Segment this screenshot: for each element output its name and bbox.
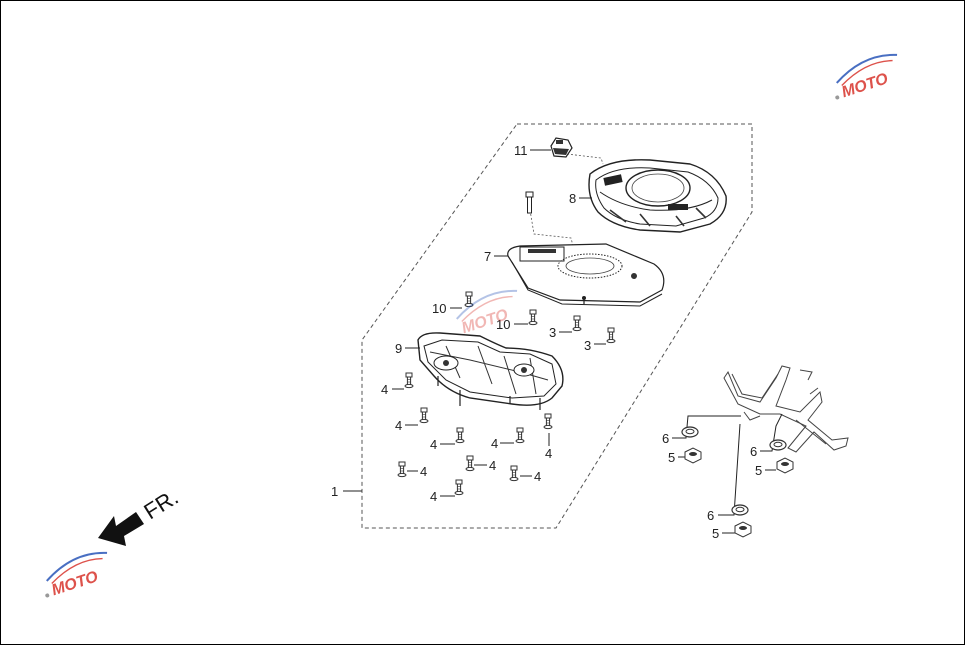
meter-panel-part: [507, 243, 665, 307]
callout-11: 11: [514, 143, 528, 158]
meter-cover-part: [588, 159, 727, 233]
callout-3: 3: [584, 338, 591, 353]
callout-1: 1: [331, 484, 338, 499]
long-screw-part: [525, 191, 534, 214]
watermark-text: MOTO: [460, 306, 511, 337]
callout-4: 4: [430, 489, 437, 504]
callout-9: 9: [395, 341, 402, 356]
callout-4: 4: [381, 382, 388, 397]
nuts: [684, 447, 794, 538]
callout-8: 8: [569, 191, 576, 206]
callout-6: 6: [750, 444, 757, 459]
assembly-outline: [361, 123, 753, 529]
callout-4: 4: [534, 469, 541, 484]
callout-4: 4: [395, 418, 402, 433]
callout-4: 4: [489, 458, 496, 473]
moto-logo-icon: MOTO: [45, 551, 108, 599]
callout-5: 5: [712, 526, 719, 541]
callout-10: 10: [496, 317, 510, 332]
callout-5: 5: [668, 450, 675, 465]
leader-lines: [343, 149, 783, 534]
washers: [681, 426, 787, 516]
connector-part: [550, 137, 573, 158]
meter-case-part: [417, 332, 564, 410]
callout-5: 5: [755, 463, 762, 478]
direction-label: FR.: [139, 484, 182, 524]
reference-lines: [529, 153, 604, 251]
watermark-text: MOTO: [50, 568, 101, 599]
callout-7: 7: [484, 249, 491, 264]
callout-3: 3: [549, 325, 556, 340]
watermark-text: MOTO: [840, 70, 891, 101]
callout-4: 4: [545, 446, 552, 461]
moto-logo-icon: MOTO: [835, 53, 898, 101]
bracket-part: [723, 365, 849, 453]
callout-6: 6: [662, 431, 669, 446]
callout-4: 4: [420, 464, 427, 479]
callout-4: 4: [430, 437, 437, 452]
callout-numbers: 1 3 3 4 4 4 4 4 4 4 4 4 5 5 5 6 6 6 7 8 …: [331, 143, 762, 541]
callout-10: 10: [432, 301, 446, 316]
front-direction-arrow-icon: [98, 512, 144, 546]
callout-4: 4: [491, 436, 498, 451]
moto-logo-icon: MOTO: [456, 289, 518, 337]
callout-6: 6: [707, 508, 714, 523]
